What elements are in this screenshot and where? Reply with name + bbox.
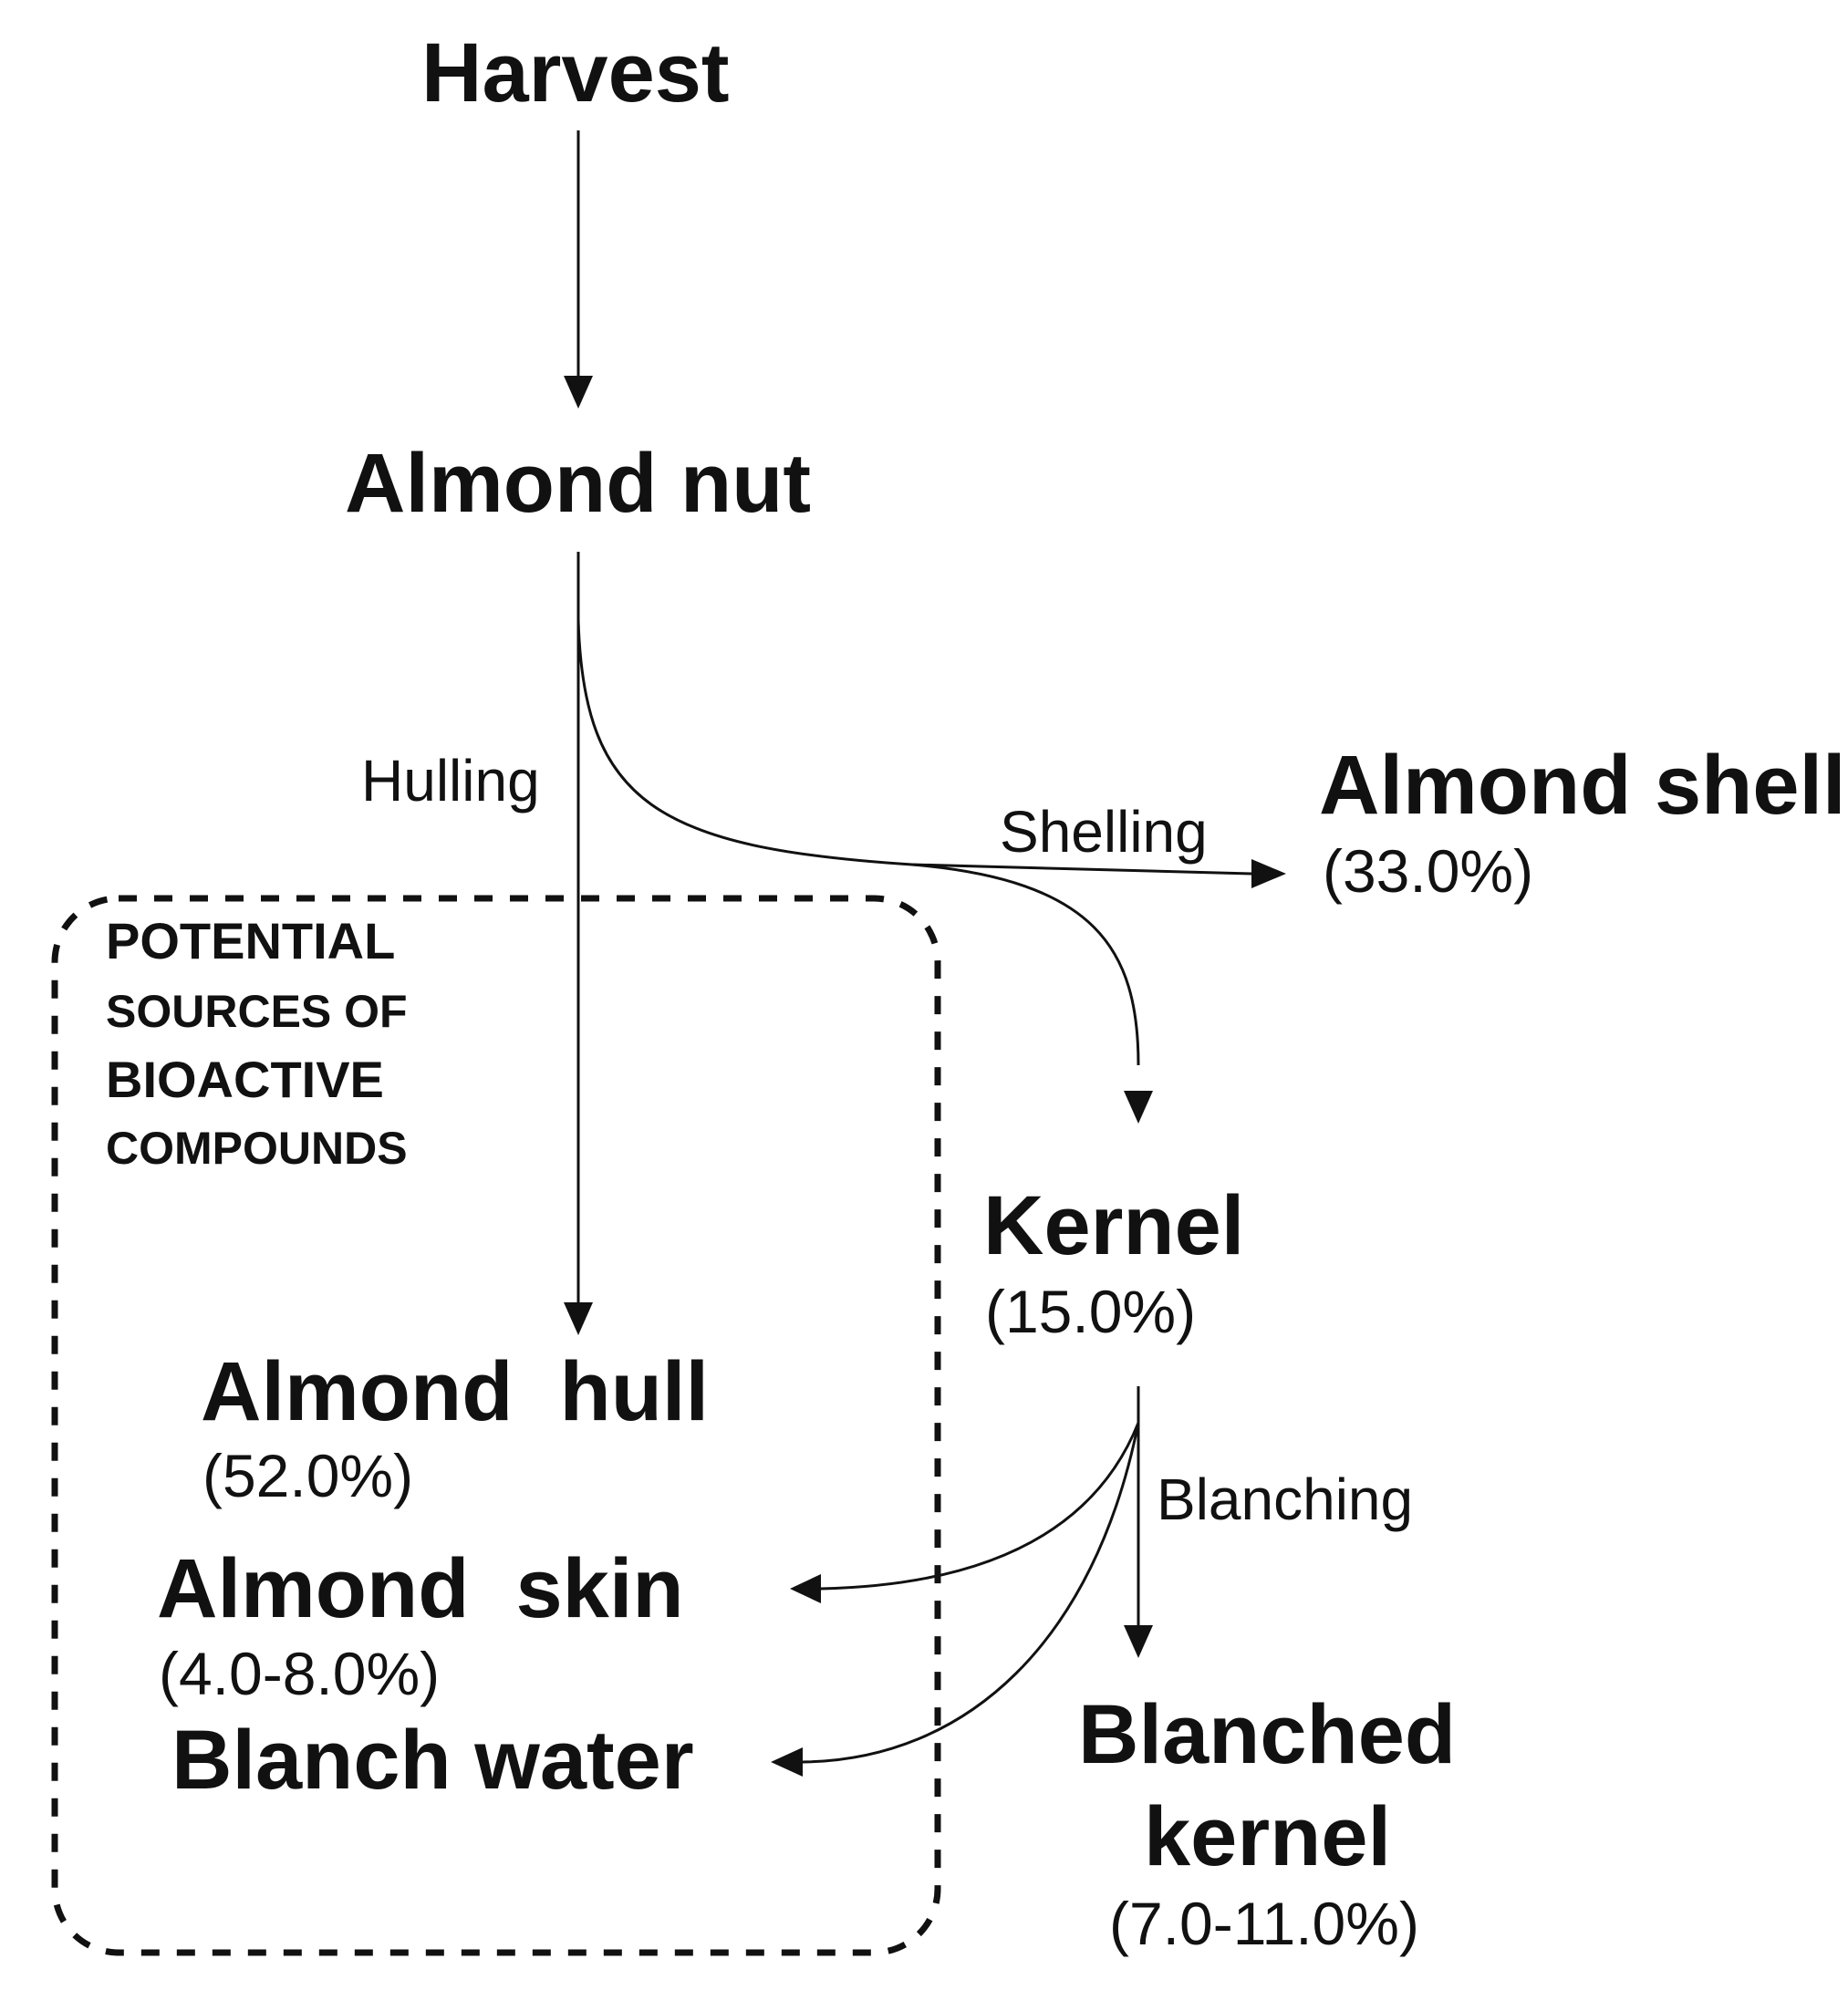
arrow-kernel-curve — [911, 863, 1140, 1066]
bioactive-sources-box — [51, 895, 941, 1956]
node-almond-skin: Almond skin — [157, 1542, 684, 1635]
arrow-to-almond-skin — [820, 1422, 1140, 1591]
group-label-line1: POTENTIAL — [106, 912, 396, 969]
edge-label-blanching: Blanching — [1157, 1467, 1414, 1532]
group-label-line4: COMPOUNDS — [106, 1123, 408, 1174]
node-almond-skin-percent: (4.0-8.0%) — [159, 1640, 441, 1707]
node-blanched-kernel-line1: Blanched — [1078, 1688, 1457, 1781]
node-kernel-percent: (15.0%) — [985, 1278, 1197, 1345]
node-kernel: Kernel — [983, 1179, 1245, 1272]
arrowhead-kernel — [1124, 1091, 1153, 1124]
node-almond-hull-percent: (52.0%) — [202, 1442, 414, 1509]
node-blanched-kernel-line2: kernel — [1144, 1790, 1392, 1883]
node-blanched-kernel-percent: (7.0-11.0%) — [1109, 1890, 1419, 1957]
arrow-shelling-curve — [576, 619, 1252, 876]
arrowhead-blanch-water — [771, 1747, 803, 1777]
arrowhead-almond-skin — [790, 1574, 821, 1603]
arrowhead-almond-nut — [564, 376, 593, 409]
arrow-to-blanch-water — [802, 1422, 1140, 1764]
arrowhead-blanched-kernel — [1124, 1625, 1153, 1658]
group-label-line2: SOURCES OF — [106, 986, 408, 1037]
node-harvest: Harvest — [421, 26, 730, 119]
node-almond-shell: Almond shell — [1319, 739, 1846, 832]
node-blanch-water: Blanch water — [171, 1714, 694, 1807]
edge-label-hulling: Hulling — [361, 748, 540, 814]
group-label-line3: BIOACTIVE — [106, 1051, 384, 1108]
node-almond-hull: Almond hull — [201, 1345, 710, 1438]
edge-label-shelling: Shelling — [1000, 799, 1208, 865]
node-almond-nut: Almond nut — [345, 437, 811, 530]
node-almond-shell-percent: (33.0%) — [1323, 837, 1534, 905]
arrowhead-almond-hull — [564, 1302, 593, 1335]
arrowhead-almond-shell — [1251, 859, 1286, 888]
